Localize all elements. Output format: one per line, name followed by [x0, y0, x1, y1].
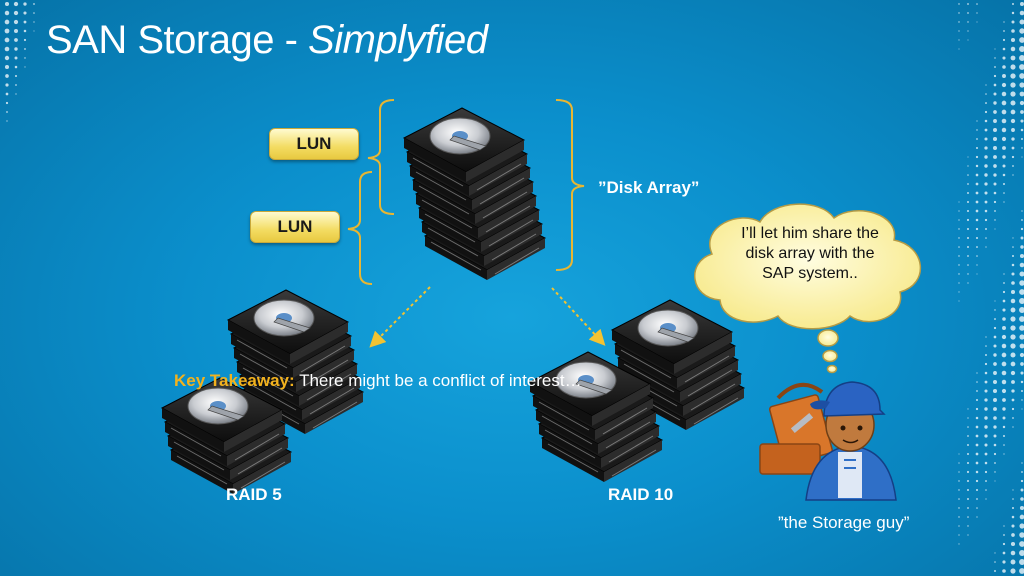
disk-array-label: ”Disk Array” — [598, 178, 700, 197]
thought-bubble — [694, 203, 922, 374]
raid10-stack-front — [528, 351, 664, 482]
dot-pattern-left — [4, 1, 35, 122]
slide-title: SAN Storage - Simplyfied — [46, 18, 488, 63]
key-takeaway-separator: : — [288, 371, 295, 390]
raid10-stack-back — [610, 299, 746, 430]
key-takeaway-label: Key Takeaway — [174, 371, 289, 390]
lun-box-lower: LUN — [250, 211, 340, 243]
title-emphasis: Simplyfied — [308, 18, 488, 62]
arrow-to-raid5 — [369, 286, 431, 348]
key-takeaway-text: There might be a conflict of interest… — [294, 371, 582, 390]
lun-bracket-lower — [347, 171, 373, 285]
key-takeaway: Key Takeaway: There might be a conflict … — [174, 371, 582, 391]
raid5-stack-back — [226, 289, 365, 434]
lun-box-upper: LUN — [269, 128, 359, 160]
storage-guy-caption: ”the Storage guy” — [778, 513, 910, 532]
disk-array-bracket — [555, 99, 585, 271]
disk-array-stack — [402, 107, 547, 280]
storage-guy-avatar — [805, 381, 897, 501]
dot-pattern-right — [958, 1, 1024, 574]
thought-bubble-text: I’ll let him share the disk array with t… — [741, 225, 879, 282]
title-main: SAN Storage - — [46, 18, 309, 62]
arrow-to-raid10 — [551, 287, 606, 346]
raid10-label: RAID 10 — [608, 485, 674, 504]
lun-bracket-upper — [367, 99, 395, 215]
raid5-label: RAID 5 — [226, 485, 282, 504]
toolbox-icon — [759, 382, 833, 475]
raid5-stack-front — [160, 377, 293, 494]
